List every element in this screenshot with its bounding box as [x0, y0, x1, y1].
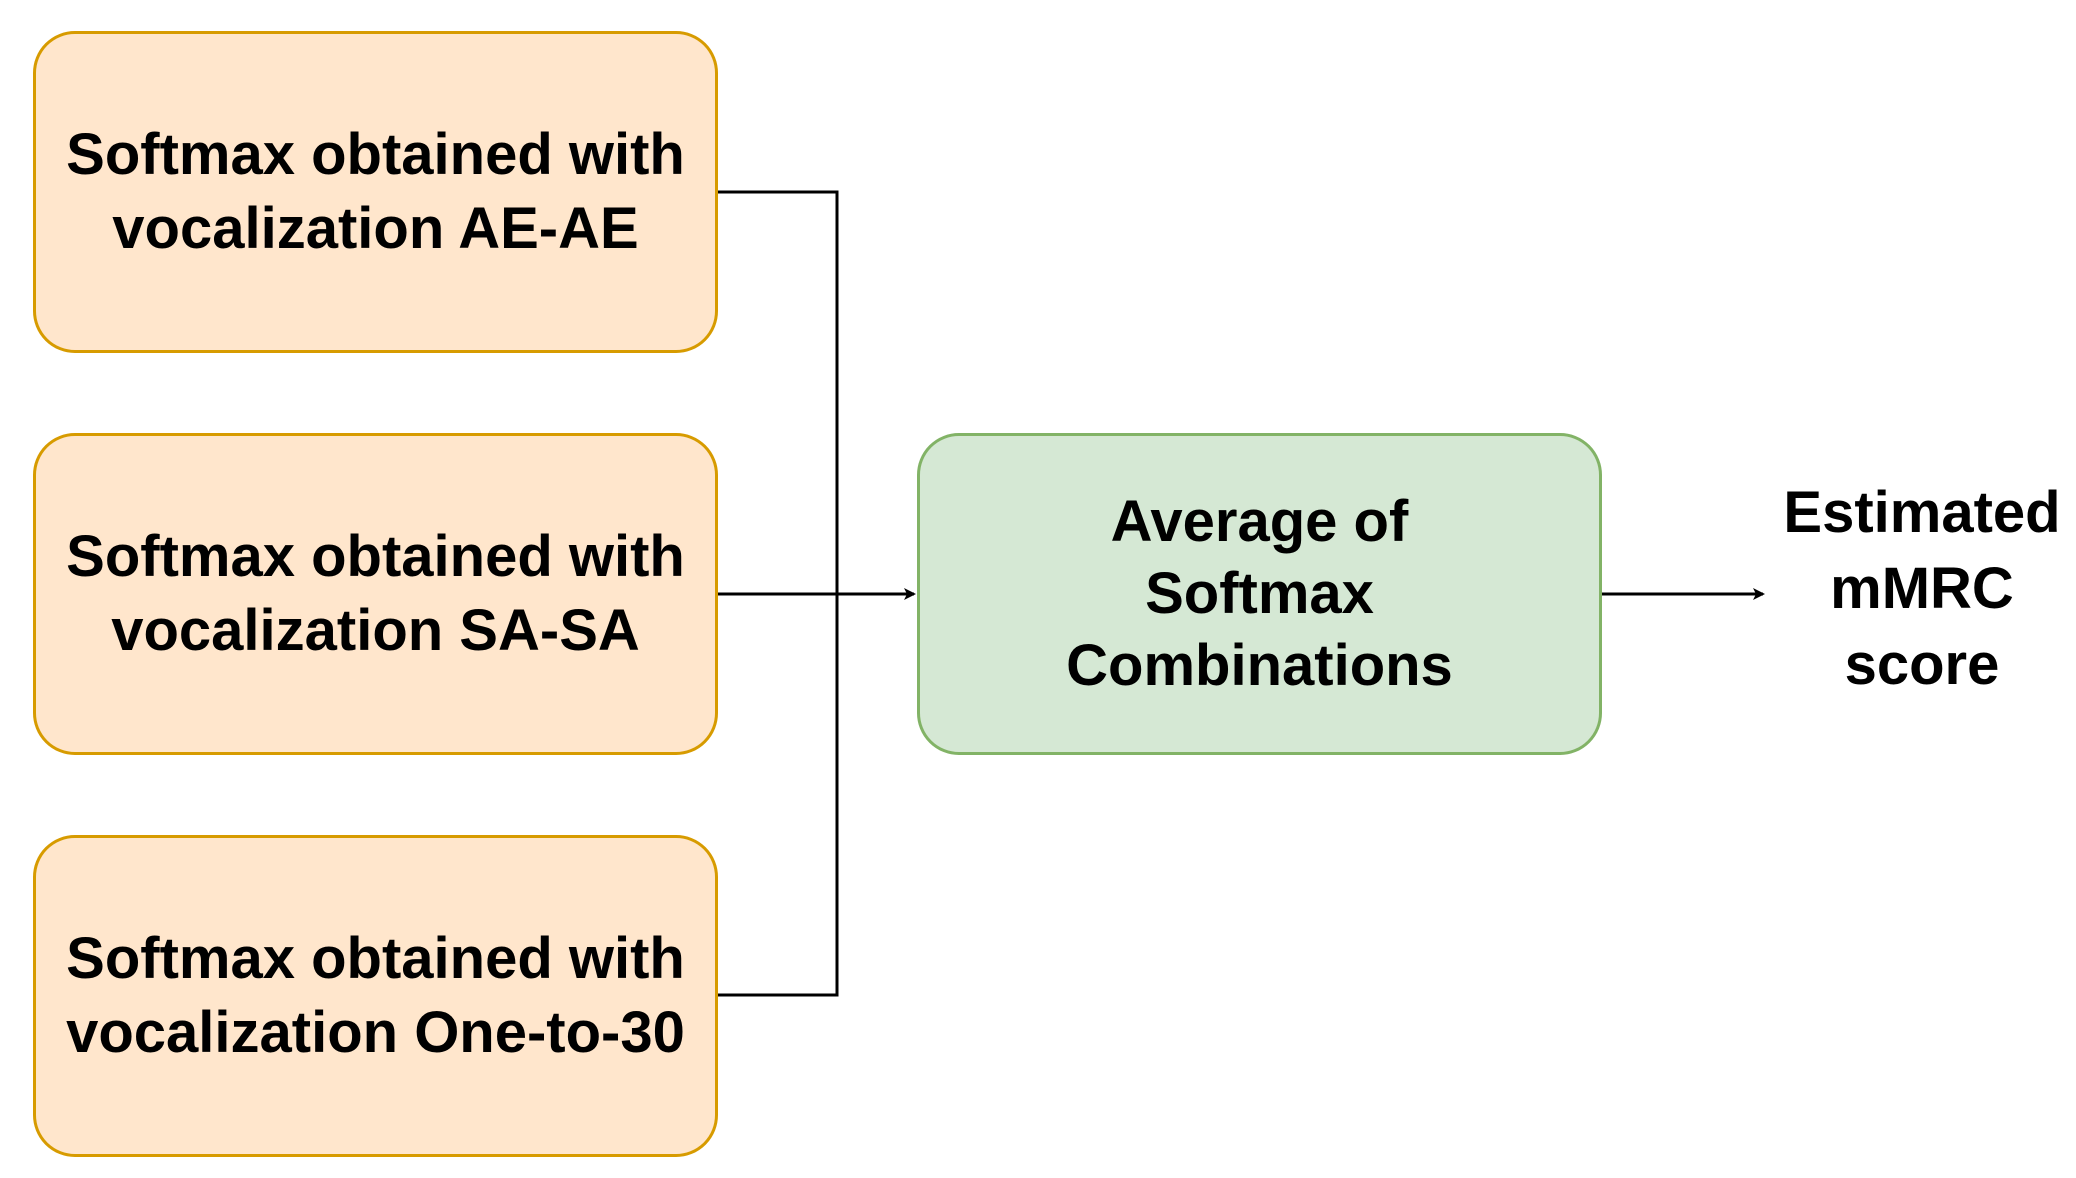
estimated-mmrc-score-label: Estimated mMRC score [1783, 480, 2061, 697]
connector-one-to-bus [718, 594, 839, 997]
softmax-ae-ae-box: Softmax obtained with vocalization AE-AE [33, 31, 718, 353]
softmax-ae-ae-label: Softmax obtained with vocalization AE-AE [66, 122, 685, 261]
connector-ae-to-bus [718, 190, 839, 594]
softmax-one-to-30-box: Softmax obtained with vocalization One-t… [33, 835, 718, 1157]
average-softmax-label: Average of Softmax Combinations [1066, 489, 1453, 698]
average-softmax-box: Average of Softmax Combinations [917, 433, 1602, 755]
softmax-one-to-30-label: Softmax obtained with vocalization One-t… [66, 926, 685, 1065]
softmax-sa-sa-box: Softmax obtained with vocalization SA-SA [33, 433, 718, 755]
softmax-sa-sa-label: Softmax obtained with vocalization SA-SA [66, 524, 685, 663]
